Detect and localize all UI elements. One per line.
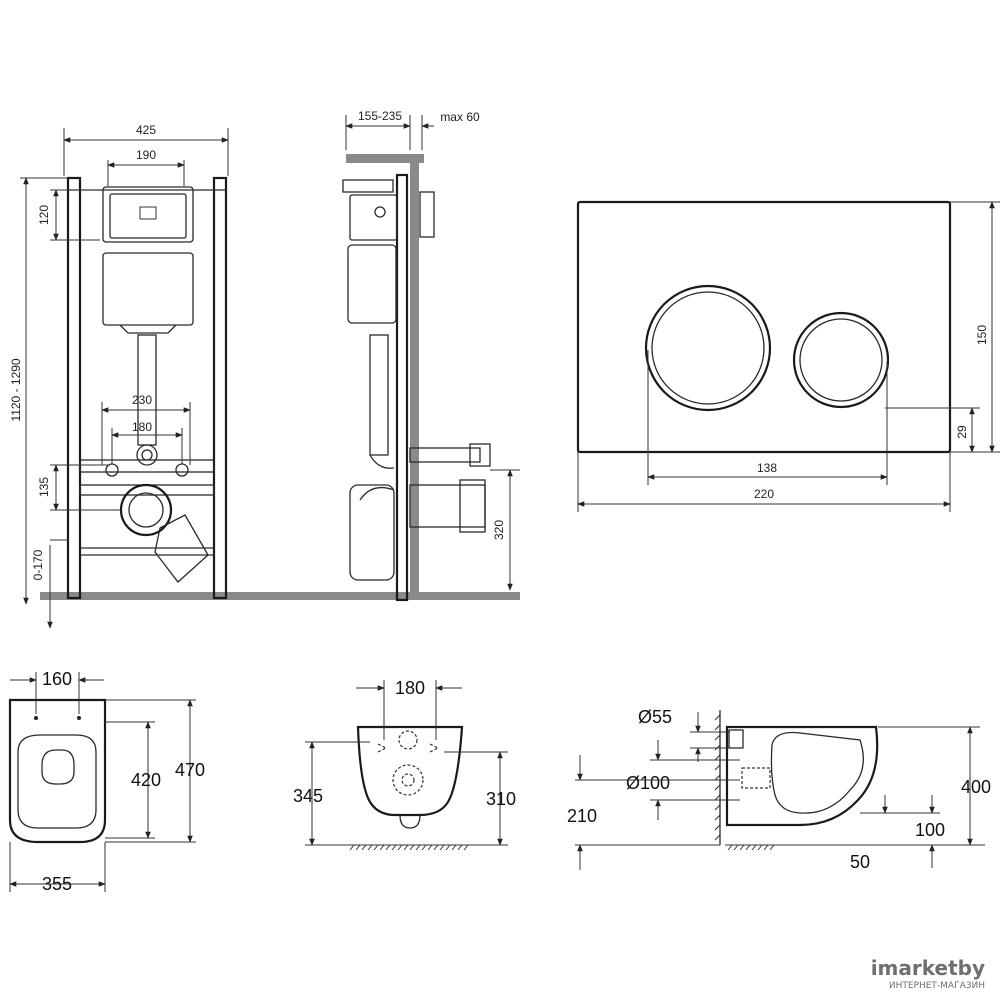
dim-seat-width: 160	[42, 669, 72, 689]
side-view-dimensions: 155-235 max 60 320	[345, 109, 520, 591]
flush-plate	[576, 200, 952, 454]
watermark-brand: imarketby	[871, 956, 985, 980]
flush-button-large	[644, 284, 772, 412]
dim-max-cover: max 60	[440, 110, 480, 124]
watermark-logo: imarketby ИНТЕРНЕТ-МАГАЗИН	[871, 956, 985, 991]
dim-inner-length: 420	[131, 770, 161, 790]
left-post	[66, 176, 82, 600]
dim-leg-adjust: 0-170	[31, 549, 45, 580]
mount-stud-left	[105, 463, 119, 477]
bowl-outline-top	[8, 698, 107, 844]
outlet-bend	[119, 483, 173, 537]
dim-outlet-height: 210	[567, 806, 597, 826]
dim-rim-to-outlet: 100	[915, 820, 945, 840]
dim-frame-width: 425	[136, 123, 156, 137]
dim-stud-outer: 230	[132, 393, 152, 407]
front-view-frame	[40, 176, 520, 600]
watermark-tagline: ИНТЕРНЕТ-МАГАЗИН	[889, 981, 985, 991]
dim-button-offset: 29	[955, 425, 969, 439]
dim-stud-inner: 180	[132, 420, 152, 434]
flush-panel-opening	[102, 186, 194, 243]
dim-outlet-dia: Ø100	[626, 773, 670, 793]
flush-plate-dimensions: 150 29 138 220	[577, 201, 1000, 512]
flush-plate-outline	[576, 200, 952, 454]
bowl-side-dimensions: Ø55 Ø100 210 400 100 50	[567, 707, 991, 872]
side-view-frame	[230, 154, 520, 602]
flush-button-small	[792, 311, 890, 409]
rear-wall	[410, 160, 419, 600]
dim-overall-width: 355	[42, 874, 72, 894]
dim-plate-height: 150	[975, 325, 989, 345]
dim-feed-height: 320	[492, 520, 506, 540]
dim-overall-length: 470	[175, 760, 205, 780]
right-post	[212, 176, 228, 600]
dim-inlet-dia: Ø55	[638, 707, 672, 727]
dim-frame-height: 1120 - 1290	[9, 358, 23, 421]
bowl-outline-rear	[356, 725, 464, 817]
bowl-outline-side	[725, 725, 879, 827]
dim-outlet-height: 135	[37, 477, 51, 497]
ceiling-wall	[346, 154, 424, 163]
bowl-rear-dimensions: 180 345 310	[293, 678, 516, 846]
dim-rear-overall-height: 345	[293, 786, 323, 806]
cistern	[102, 252, 194, 326]
side-cistern	[347, 244, 397, 324]
dim-mount-height: 310	[486, 789, 516, 809]
front-view-dimensions: 425 190 1120 - 1290 120 230 180 135 0-17…	[9, 123, 229, 629]
dim-plate-width: 220	[754, 487, 774, 501]
dim-depth-range: 155-235	[358, 109, 402, 123]
bowl-top-view	[8, 698, 107, 844]
dim-side-overall-height: 400	[961, 777, 991, 797]
mount-stud-right	[175, 463, 189, 477]
dim-top-offset: 120	[37, 205, 51, 225]
dim-button-span: 138	[757, 461, 777, 475]
dim-base-clearance: 50	[850, 852, 870, 872]
dim-panel-width: 190	[136, 148, 156, 162]
bowl-top-dimensions: 160 355 420 470	[9, 669, 205, 894]
dim-bolt-spacing: 180	[395, 678, 425, 698]
bowl-rear-view	[348, 725, 470, 851]
